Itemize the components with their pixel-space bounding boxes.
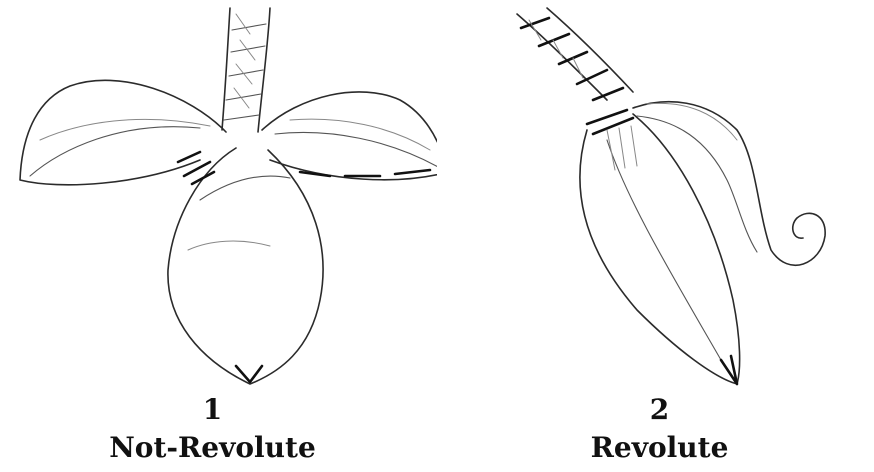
central-bud [168, 148, 323, 384]
revolute-bract-drawing [437, 0, 874, 390]
not-revolute-bract-drawing [0, 0, 437, 390]
stem [222, 8, 270, 132]
bud [580, 110, 740, 384]
panel-not-revolute: 1 Not-Revolute [0, 0, 437, 472]
panel-number-1: 1 [0, 394, 431, 426]
panel-label-revolute: Revolute [441, 430, 874, 466]
panel-label-not-revolute: Not-Revolute [0, 430, 431, 466]
panel-revolute: 2 Revolute [437, 0, 874, 472]
right-bract [262, 92, 437, 180]
stem [517, 8, 633, 100]
revolute-bract [633, 102, 825, 266]
panel-number-2: 2 [441, 394, 874, 426]
